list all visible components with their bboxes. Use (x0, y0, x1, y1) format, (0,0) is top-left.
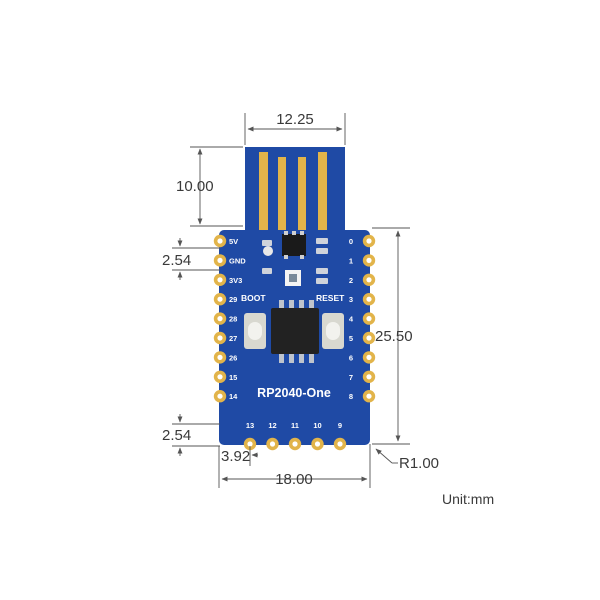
pin-pitch-bottom-value: 2.54 (162, 427, 191, 444)
pad-hole (217, 354, 223, 360)
bottom-pin-label: 12 (268, 421, 276, 430)
pad-hole (217, 316, 223, 322)
pad-hole (337, 441, 343, 447)
dimension-pin-pitch-bottom: 2.54 (162, 414, 220, 456)
right-pin-label: 2 (349, 276, 353, 285)
left-pin-label: 3V3 (229, 276, 242, 285)
dimension-board-width: 18.00 (218, 444, 371, 488)
boot-button[interactable] (244, 313, 266, 349)
right-pin-label: 8 (349, 392, 353, 401)
dimension-usb-width: 12.25 (244, 111, 346, 145)
usb-width-value: 12.25 (276, 111, 314, 128)
pad-hole (217, 257, 223, 263)
pad-hole (366, 238, 372, 244)
right-pin-label: 1 (349, 256, 353, 265)
pad-hole (366, 354, 372, 360)
usb-plug (245, 147, 345, 235)
pad-hole (217, 393, 223, 399)
pin-pitch-top-value: 2.54 (162, 252, 191, 269)
dimension-edge-offset: 3.92 (218, 446, 258, 466)
right-pin-label: 5 (349, 334, 353, 343)
usb-contact (298, 157, 306, 230)
pad-hole (366, 335, 372, 341)
pad-hole (217, 335, 223, 341)
right-pin-label: 4 (349, 315, 354, 324)
bottom-pin-label: 9 (338, 421, 342, 430)
pad-hole (217, 296, 223, 302)
reset-label: RESET (316, 293, 345, 303)
pad-hole (366, 257, 372, 263)
left-pin-label: 5V (229, 237, 238, 246)
pad-hole (366, 316, 372, 322)
right-pin-label: 7 (349, 373, 353, 382)
board-name: RP2040-One (257, 386, 331, 400)
pad-hole (217, 374, 223, 380)
pad-hole (366, 393, 372, 399)
usb-length-value: 10.00 (176, 178, 214, 195)
board-length-value: 25.50 (375, 328, 413, 345)
edge-offset-value: 3.92 (221, 448, 250, 465)
usb-contact (259, 152, 268, 230)
pad-hole (217, 238, 223, 244)
regulator-chip (282, 234, 306, 256)
pad-hole (366, 374, 372, 380)
boot-label: BOOT (241, 293, 266, 303)
left-pin-label: 27 (229, 334, 237, 343)
pcb-body: BOOT RESET RP2040-One 5VGND3V32928272615… (213, 230, 376, 451)
dimension-corner-radius: R1.00 (375, 448, 439, 472)
pad-hole (314, 441, 321, 447)
left-pin-label: 15 (229, 373, 237, 382)
pad-hole (366, 277, 372, 283)
left-pin-label: 26 (229, 353, 237, 362)
right-pin-label: 6 (349, 353, 353, 362)
pad-hole (217, 277, 223, 283)
pad-hole (269, 441, 276, 447)
board-width-value: 18.00 (275, 471, 313, 488)
right-pin-label: 0 (349, 237, 353, 246)
usb-contact (278, 157, 286, 230)
left-pin-label: 29 (229, 295, 237, 304)
dimension-board-length: 25.50 (372, 227, 413, 445)
corner-radius-value: R1.00 (399, 455, 439, 472)
bottom-pin-label: 11 (291, 421, 299, 430)
reset-button[interactable] (322, 313, 344, 349)
usb-contact (318, 152, 327, 230)
dimension-pin-pitch-top: 2.54 (162, 238, 220, 280)
flash-chip (271, 300, 319, 363)
right-pin-label: 3 (349, 295, 353, 304)
left-pin-label: 14 (229, 392, 238, 401)
mounting-hole (263, 246, 273, 256)
pad-hole (292, 441, 298, 447)
left-pin-label: 28 (229, 315, 237, 324)
bottom-pin-label: 10 (313, 421, 321, 430)
unit-label: Unit:mm (442, 491, 494, 507)
left-pin-label: GND (229, 256, 246, 265)
dimension-usb-length: 10.00 (176, 146, 243, 227)
pad-hole (247, 441, 253, 447)
pad-hole (366, 296, 372, 302)
bottom-pin-label: 13 (246, 421, 254, 430)
